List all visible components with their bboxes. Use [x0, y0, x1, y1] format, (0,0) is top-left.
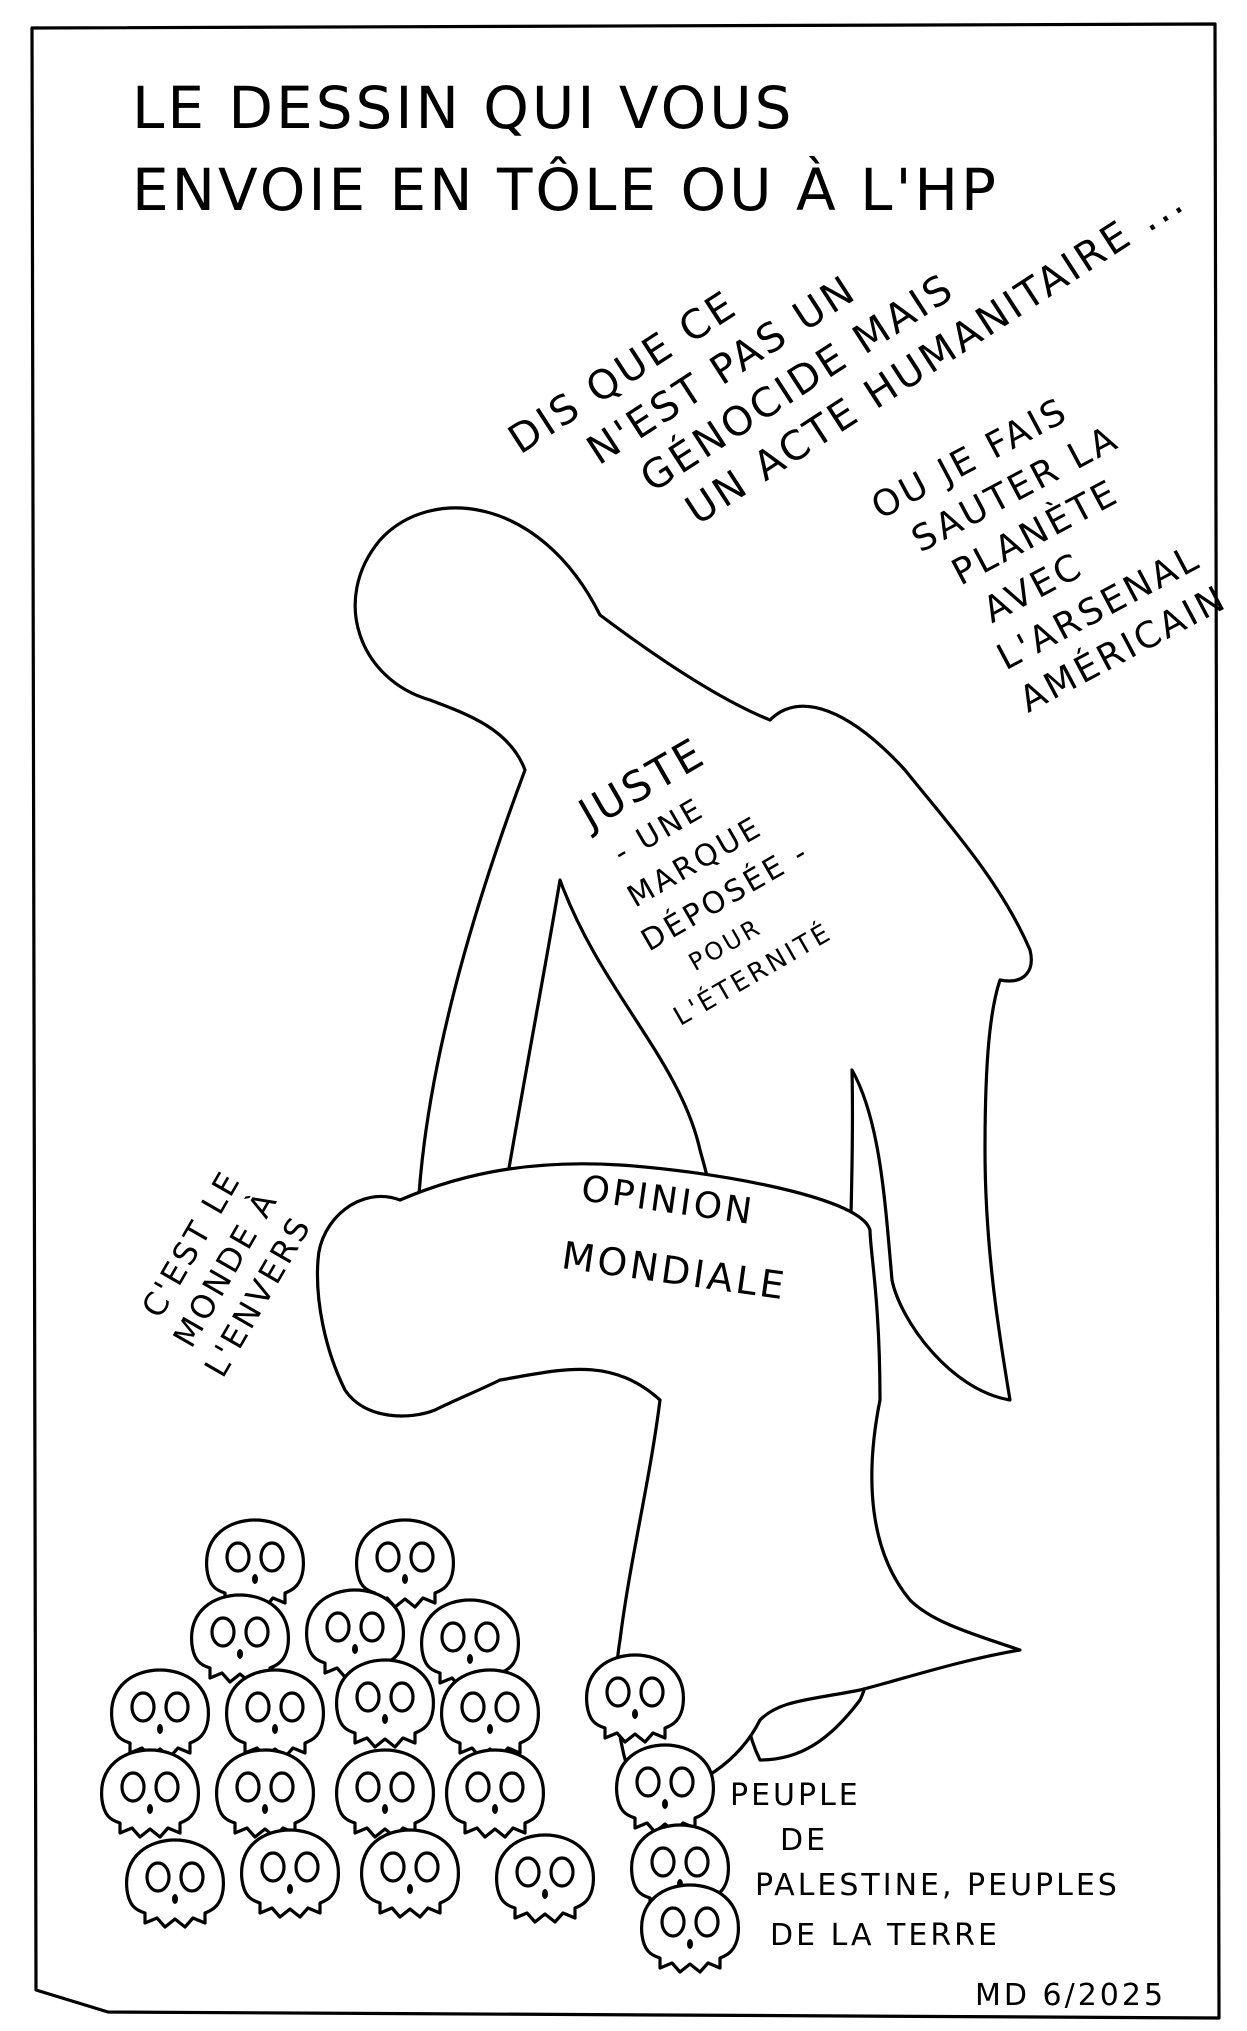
title-line-1: LE DESSIN QUI VOUS	[132, 74, 795, 142]
skull-icon	[225, 1668, 325, 1759]
skull-icon	[205, 1518, 305, 1609]
skull-icon	[215, 1748, 315, 1839]
skull-icon	[360, 1828, 460, 1919]
title-line-2: ENVOIE EN TÔLE OU À L'HP	[132, 155, 999, 224]
skull-icon	[335, 1748, 435, 1839]
skull-icon	[110, 1668, 210, 1759]
skull-icon	[240, 1828, 340, 1919]
drawing-frame	[30, 22, 1221, 2020]
people-label-2: DE	[780, 1823, 828, 1858]
skull-icon	[495, 1833, 595, 1924]
skull-icon	[125, 1838, 225, 1929]
skull-pile	[100, 1518, 740, 1974]
skull-icon	[585, 1653, 685, 1744]
skull-icon	[440, 1668, 540, 1759]
skull-icon	[355, 1518, 455, 1609]
skull-icon	[640, 1883, 740, 1974]
kneeling-figure	[315, 1162, 1022, 1802]
people-label: PEUPLE DE PALESTINE, PEUPLES DE LA TERRE	[730, 1778, 1120, 1953]
skull-icon	[190, 1593, 290, 1684]
skull-icon	[420, 1598, 520, 1689]
skull-icon	[305, 1588, 405, 1679]
torso-text: JUSTE - UNE MARQUE DÉPOSÉE - POUR L'ÉTER…	[568, 728, 838, 1033]
skull-icon	[615, 1743, 715, 1834]
skull-icon	[100, 1748, 200, 1839]
people-label-4: DE LA TERRE	[770, 1918, 1000, 1953]
people-label-3: PALESTINE, PEUPLES	[755, 1868, 1120, 1903]
people-label-1: PEUPLE	[730, 1778, 861, 1813]
skull-icon	[445, 1748, 545, 1839]
side-note: C'EST LE MONDE À L'ENVERS	[134, 1163, 319, 1383]
signature: MD 6/2025	[975, 1978, 1166, 2013]
threat-speech-2: OU JE FAIS SAUTER LA PLANÈTE AVEC L'ARSE…	[865, 390, 1234, 721]
skull-icon	[335, 1658, 435, 1749]
